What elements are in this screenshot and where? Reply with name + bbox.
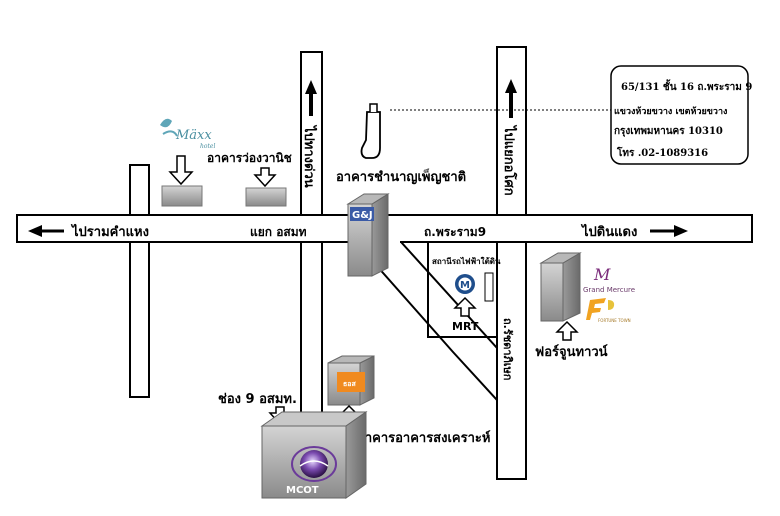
label-intersection: แยก อสมท: [250, 225, 307, 239]
down-arrow-icon: [168, 155, 194, 186]
west-arrow-icon: [28, 225, 64, 237]
address-phone: โทร .02-1089316: [616, 146, 708, 159]
svg-text:M: M: [460, 280, 470, 291]
up-arrow-icon: [555, 320, 579, 341]
address-line-3: กรุงเทพมหานคร 10310: [614, 126, 723, 137]
grand-mercure-logo-icon: M: [593, 265, 611, 284]
label-diagonal-road: ถ.รัชดาภิเษก: [501, 318, 514, 381]
address-line-1: 65/131 ชั้น 16 ถ.พระราม 9: [621, 79, 752, 93]
label-north-left: ไปทางด่วน: [301, 124, 318, 188]
label-mrt-station: สถานีรถไฟฟ้าใต้ดิน: [432, 256, 501, 266]
vanich-building-group: อาคารว่องวานิช: [207, 151, 292, 207]
ghb-logo: ธอส: [343, 380, 356, 388]
mrt-logo-icon: M: [455, 274, 475, 294]
mrt-platform: [484, 272, 494, 302]
maxx-logo-icon: [160, 118, 178, 137]
label-gh-bank: ธนาคารอาคารสงเคราะห์: [348, 430, 490, 446]
pointing-hand-icon: [360, 103, 381, 159]
label-channel9: ช่อง 9 อสมท.: [218, 392, 297, 407]
label-chamnan: อาคารชำนาญเพ็ญชาติ: [336, 167, 466, 185]
label-vanich: อาคารว่องวานิช: [207, 151, 292, 165]
address-line-2: แขวงห้วยขวาง เขตห้วยขวาง: [614, 106, 727, 117]
fortune-logo-text: FORTUNE TOWN: [598, 318, 631, 323]
vanich-building: [245, 187, 287, 207]
label-rama9: ถ.พระราม9: [424, 225, 486, 239]
up-arrow-icon: [453, 296, 477, 317]
address-box: 65/131 ชั้น 16 ถ.พระราม 9 แขวงห้วยขวาง เ…: [610, 65, 752, 165]
gh-bank: ธอส ธนาคารอาคารสงเคราะห์: [327, 355, 490, 446]
road-to-asoke: [496, 46, 527, 480]
mcot-logo-icon: [291, 446, 337, 482]
maxx-building: [161, 185, 203, 207]
maxx-hotel: Mäxx hotel: [160, 118, 215, 207]
mcot-building: ช่อง 9 อสมท. MCOT: [218, 392, 368, 499]
north-right-arrow-icon: [505, 79, 517, 118]
fortune-town: M Grand Mercure FORTUNE TOWN ฟอร์จูนทาวน…: [535, 252, 635, 360]
north-left-arrow-icon: [305, 80, 317, 116]
gj-building: [346, 193, 390, 277]
side-road-left: [129, 164, 150, 398]
label-fortune: ฟอร์จูนทาวน์: [535, 344, 608, 360]
fortune-logo-icon: [586, 298, 615, 320]
label-mrt: MRT: [452, 320, 479, 333]
mcot-text: MCOT: [286, 485, 319, 496]
grand-mercure-text: Grand Mercure: [583, 286, 635, 294]
maxx-logo-sub: hotel: [200, 143, 215, 150]
mrt-road-outline: [427, 242, 497, 338]
mrt-station: สถานีรถไฟฟ้าใต้ดิน M MRT: [432, 256, 501, 333]
gj-logo: G&J: [352, 210, 373, 221]
svg-text:M: M: [593, 265, 611, 284]
label-west: ไปรามคำแหง: [70, 223, 149, 240]
label-north-right: ไปแยกอโศก: [501, 124, 518, 196]
maxx-logo-text: Mäxx: [175, 128, 212, 143]
down-arrow-icon: [253, 167, 277, 188]
label-east: ไปดินแดง: [580, 223, 637, 240]
east-arrow-icon: [650, 225, 688, 237]
